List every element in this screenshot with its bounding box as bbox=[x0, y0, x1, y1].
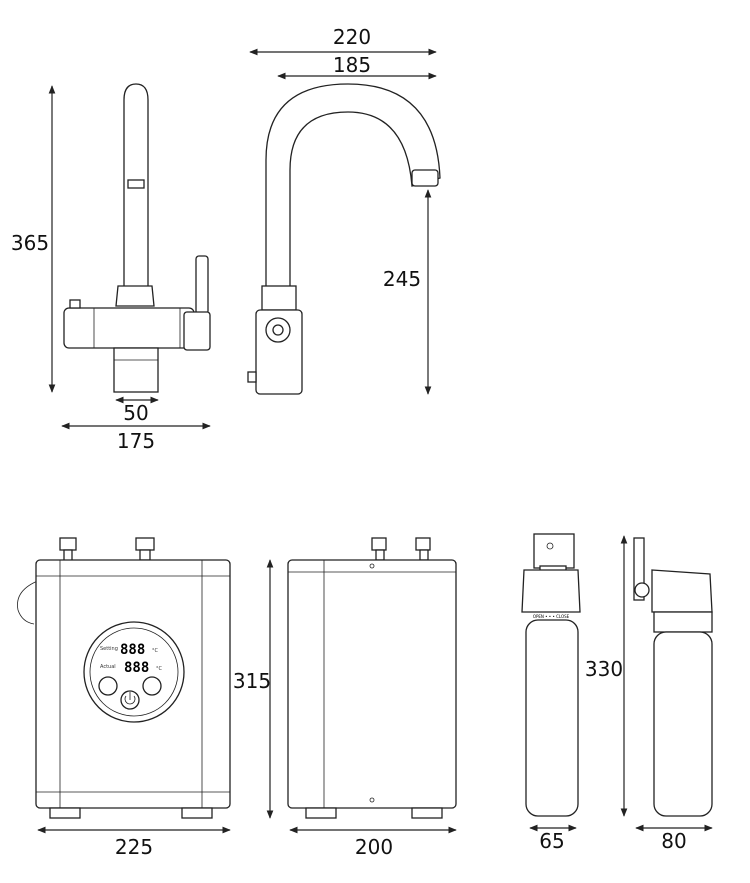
unit-top: °C bbox=[152, 648, 159, 654]
filter-label: OPEN • • • CLOSE bbox=[533, 614, 570, 619]
setting-digits: 888 bbox=[120, 642, 145, 658]
dim-tap-spout: 185 bbox=[333, 53, 371, 77]
tap-side-view bbox=[247, 83, 441, 395]
actual-label: Actual bbox=[100, 664, 116, 670]
dim-tap-height: 365 bbox=[11, 231, 49, 255]
unit-bottom: °C bbox=[156, 666, 163, 672]
heater-side-view bbox=[287, 537, 457, 819]
filter-front-view: OPEN • • • CLOSE bbox=[521, 533, 581, 817]
heater-front-view: Setting Actual 888 888 °C °C bbox=[17, 537, 231, 819]
dim-filter-height: 330 bbox=[585, 657, 623, 681]
dim-heater-height: 315 bbox=[233, 669, 271, 693]
dim-tap-reach: 220 bbox=[333, 25, 371, 49]
dim-heater-side-width: 200 bbox=[355, 835, 393, 859]
dim-heater-width: 225 bbox=[115, 835, 153, 859]
dim-tap-width: 175 bbox=[117, 429, 155, 453]
dim-filter-width: 65 bbox=[539, 829, 564, 853]
filter-side-view bbox=[633, 537, 713, 817]
dim-tap-side-height: 245 bbox=[383, 267, 421, 291]
actual-digits: 888 bbox=[124, 660, 149, 676]
heater-plus-button[interactable] bbox=[142, 676, 162, 696]
heater-minus-button[interactable] bbox=[98, 676, 118, 696]
dim-tap-base-width: 50 bbox=[123, 401, 148, 425]
tap-front-view bbox=[63, 83, 211, 393]
setting-label: Setting bbox=[100, 646, 118, 652]
dim-filter-side-width: 80 bbox=[661, 829, 686, 853]
